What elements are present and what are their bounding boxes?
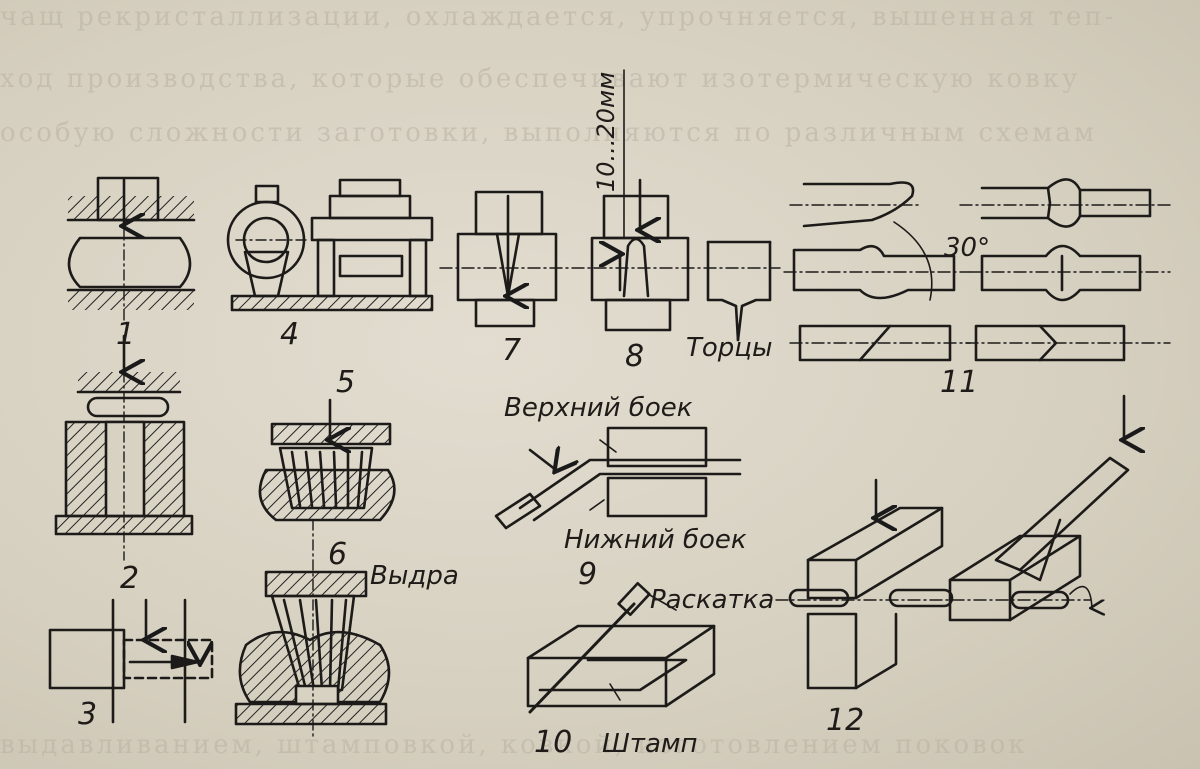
label-2: 2: [120, 561, 139, 596]
operation-3-drawing: [48, 598, 214, 724]
background-text-line: особую сложности заготовки, выполняются …: [0, 118, 1098, 148]
operation-7-cutting: [439, 190, 781, 328]
operation-4-machine: [226, 178, 434, 312]
label-upper-bit: Верхний боек: [504, 393, 693, 423]
operation-12-die-welding: [775, 394, 1128, 690]
label-10: 10: [534, 725, 572, 760]
label-12: 12: [826, 703, 864, 738]
background-text-line: выдавливанием, штамповкой, ковкой, изгот…: [0, 730, 1028, 760]
label-8: 8: [625, 339, 644, 374]
label-vydra: Выдра: [370, 561, 459, 591]
label-3: 3: [78, 697, 97, 732]
operation-6-forging-in-vydra: [234, 519, 391, 741]
label-1: 1: [116, 317, 135, 352]
background-text-line: чащ рекристаллизации, охлаждается, упроч…: [0, 2, 1117, 32]
operation-5-fullering: [258, 398, 396, 522]
operation-9-bending: [494, 426, 742, 530]
operation-11-welding: [783, 178, 1171, 362]
label-shtamp: Штамп: [602, 729, 698, 759]
background-text-line: ход производства, которые обеспечивают и…: [0, 64, 1081, 94]
operation-1-upsetting: [66, 176, 196, 321]
operation-10-rolling: [526, 582, 716, 714]
label-5: 5: [336, 365, 355, 400]
label-dimension: 10...20мм: [592, 72, 620, 192]
label-tortsy: Торцы: [686, 333, 773, 363]
label-6: 6: [328, 537, 347, 572]
label-11: 11: [940, 365, 978, 400]
label-angle: 30°: [944, 233, 990, 263]
operation-2-piercing: [54, 334, 194, 561]
label-9: 9: [578, 557, 597, 592]
label-raskatka: Раскатка: [650, 585, 774, 615]
operation-8-cutting-ends: [590, 69, 772, 342]
label-4: 4: [280, 317, 299, 352]
label-7: 7: [502, 333, 521, 368]
label-lower-bit: Нижний боек: [564, 525, 747, 555]
